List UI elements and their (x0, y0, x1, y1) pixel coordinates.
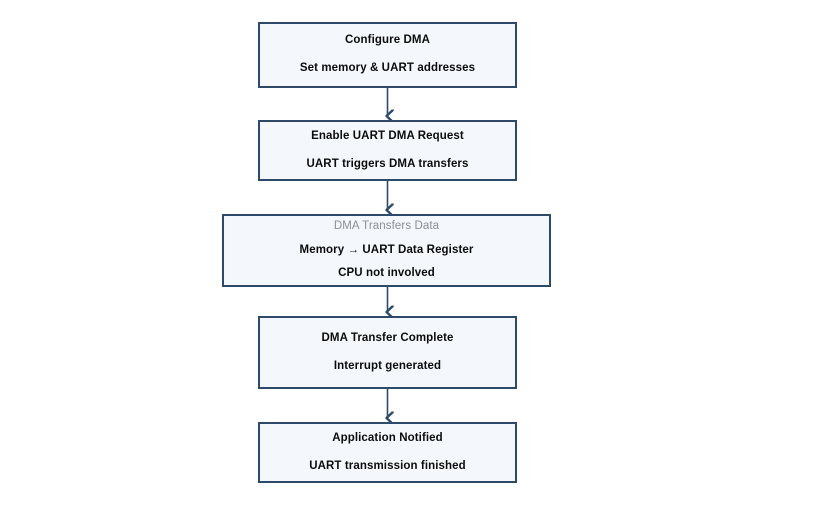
flow-node-title: Enable UART DMA Request (311, 129, 464, 142)
flow-node-subtitle-secondary: CPU not involved (338, 266, 435, 279)
flow-node-dma-transfers-data: DMA Transfers Data Memory → UART Data Re… (222, 214, 551, 287)
flow-node-title: DMA Transfers Data (333, 220, 440, 233)
flow-node-dma-transfer-complete: DMA Transfer Complete Interrupt generate… (258, 316, 517, 389)
flow-node-subtitle: UART triggers DMA transfers (306, 157, 469, 170)
flow-node-application-notified: Application Notified UART transmission f… (258, 422, 517, 483)
flow-node-subtitle: UART transmission finished (309, 459, 466, 472)
flow-node-title: Application Notified (332, 431, 443, 444)
flow-node-subtitle: Set memory & UART addresses (299, 62, 476, 74)
flow-node-title: Configure DMA (345, 34, 430, 47)
flow-node-subtitle: Memory → UART Data Register (299, 244, 474, 257)
flow-node-title: DMA Transfer Complete (321, 332, 454, 344)
flow-node-subtitle: Interrupt generated (333, 359, 442, 372)
flow-node-configure-dma: Configure DMA Set memory & UART addresse… (258, 22, 517, 88)
flow-node-enable-uart-dma-request: Enable UART DMA Request UART triggers DM… (258, 120, 517, 181)
